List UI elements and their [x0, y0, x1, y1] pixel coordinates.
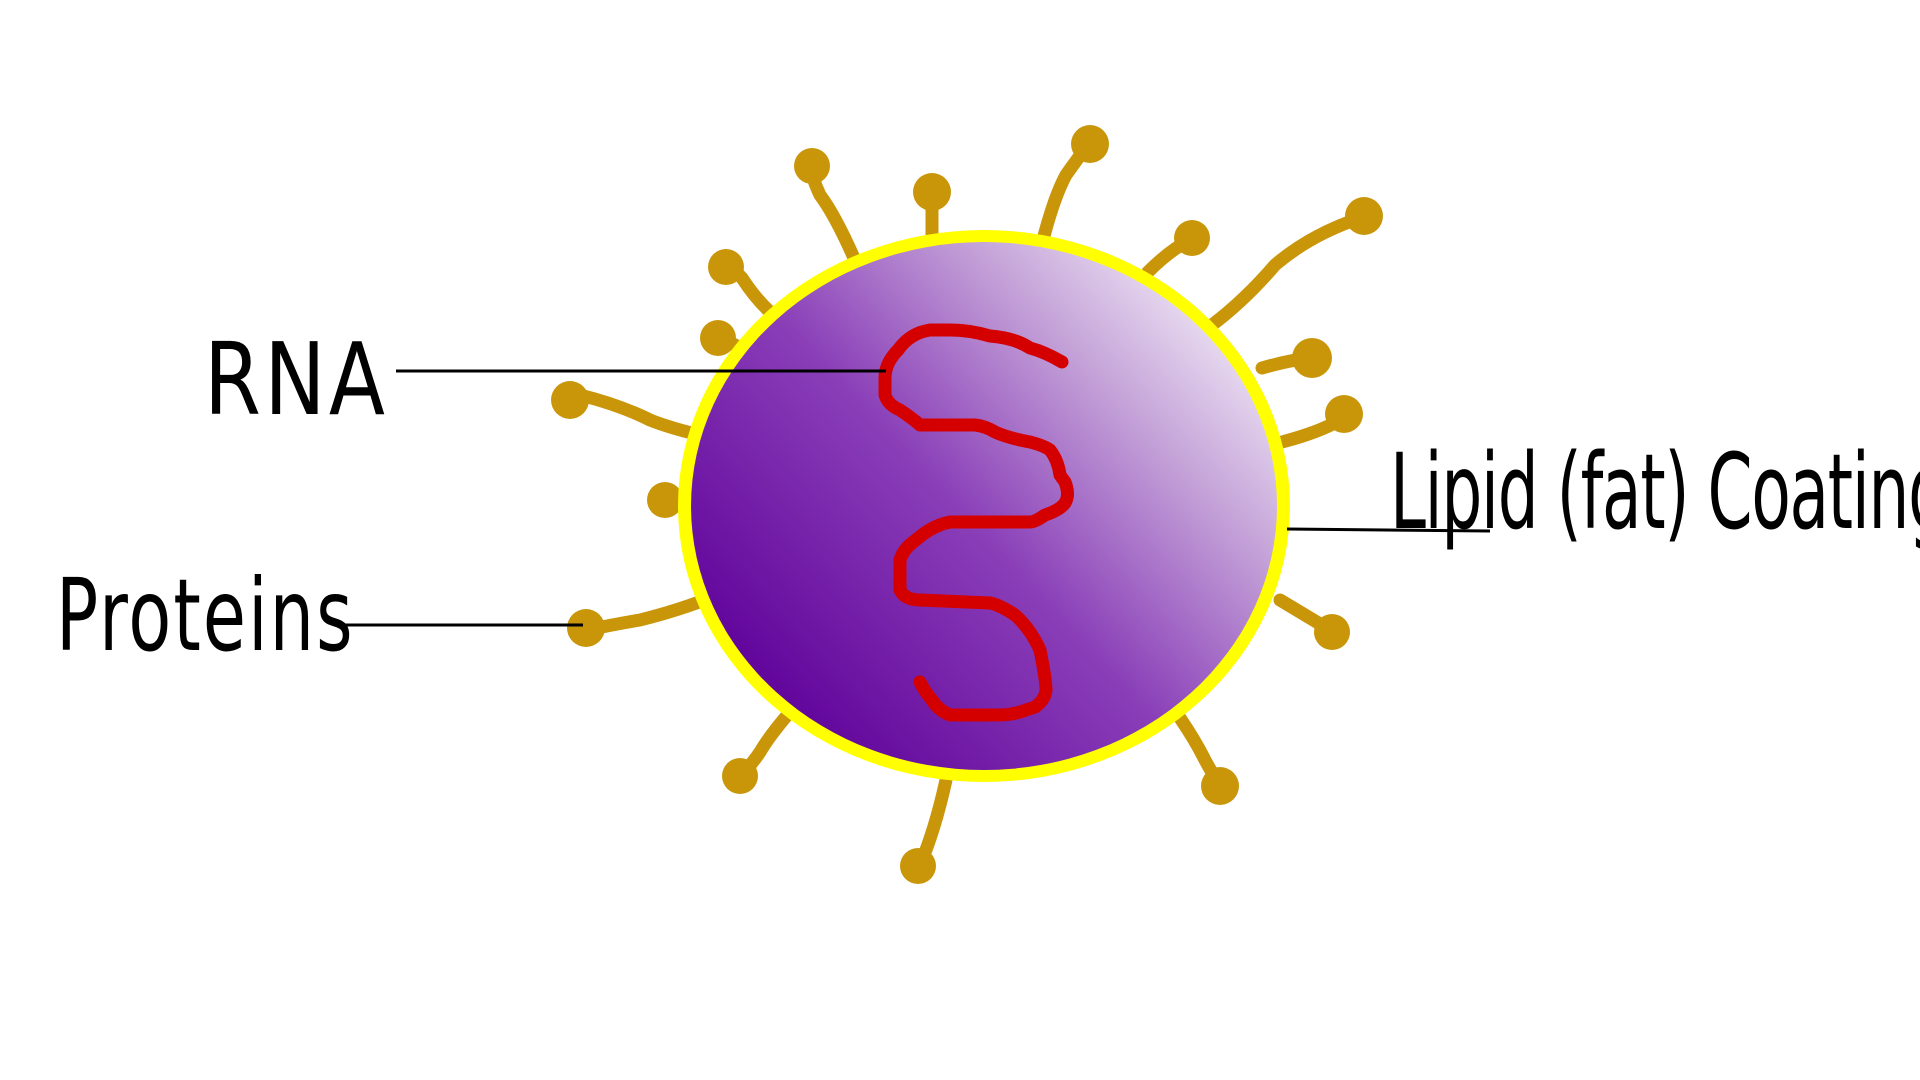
protein-spike: [1205, 197, 1383, 332]
protein-spike: [1037, 125, 1109, 243]
protein-spike: [913, 173, 951, 247]
protein-spikes: [551, 125, 1383, 884]
proteins-label: Proteins: [56, 557, 355, 674]
virus-body: [691, 242, 1277, 770]
protein-spike: [1255, 338, 1332, 378]
lipid-coating-label: Lipid (fat) Coating: [1390, 431, 1920, 553]
lipid-leader-line: [1286, 527, 1491, 533]
rna-label: RNA: [204, 321, 389, 438]
protein-spike: [708, 249, 777, 319]
protein-spike: [1275, 395, 1363, 449]
protein-spike: [722, 705, 797, 794]
protein-spike: [900, 773, 953, 884]
protein-spike: [567, 590, 719, 647]
protein-spike: [1173, 711, 1239, 805]
rna-strand: [878, 323, 1074, 722]
protein-spike: [700, 320, 742, 356]
protein-spike: [551, 381, 707, 442]
protein-spike: [794, 148, 861, 265]
protein-spike: [1273, 593, 1350, 650]
protein-spike: [1141, 220, 1210, 279]
